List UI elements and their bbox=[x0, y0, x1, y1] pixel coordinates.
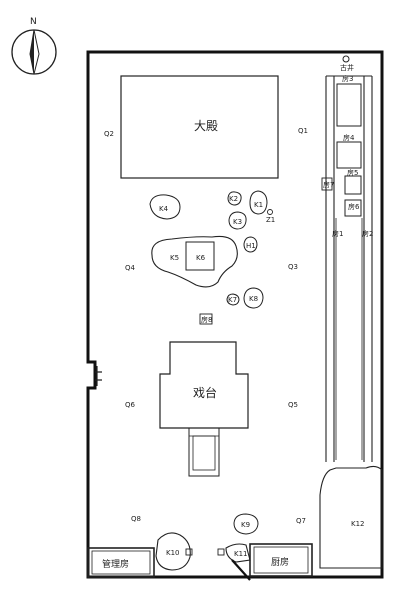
k5-pond bbox=[151, 235, 238, 288]
q4-label: Q4 bbox=[125, 264, 136, 272]
k1-label: K1 bbox=[254, 201, 263, 209]
k7-label: K7 bbox=[228, 296, 237, 304]
left-gate bbox=[95, 366, 102, 386]
h1-label: H1 bbox=[246, 242, 256, 250]
room-5-label: 房5 bbox=[347, 168, 358, 177]
room-6 bbox=[344, 199, 362, 217]
q5-label: Q5 bbox=[288, 401, 298, 409]
q2-label: Q2 bbox=[104, 130, 114, 138]
k4-blob bbox=[149, 194, 181, 220]
k11-diagonal-line bbox=[231, 559, 251, 581]
stage-steps bbox=[188, 427, 220, 477]
stage-label: 戏台 bbox=[193, 385, 217, 400]
kitchen-label: 厨房 bbox=[271, 556, 289, 568]
q1-label: Q1 bbox=[298, 127, 308, 135]
management-room-inner bbox=[91, 550, 151, 575]
k2-blob bbox=[227, 191, 242, 206]
room-7 bbox=[321, 177, 333, 191]
main-hall-label: 大殿 bbox=[194, 119, 218, 133]
main-hall bbox=[120, 75, 279, 179]
q6-label: Q6 bbox=[125, 401, 136, 409]
q7-label: Q7 bbox=[296, 517, 306, 525]
k3-blob bbox=[228, 211, 247, 230]
right-corridor: 房3 房4 房5 房6 房7 房1 房2 bbox=[321, 74, 373, 462]
room-3-label: 房3 bbox=[342, 74, 353, 83]
k9-blob bbox=[233, 513, 259, 535]
k2-label: K2 bbox=[229, 195, 238, 203]
management-room bbox=[87, 547, 155, 578]
k5-label: K5 bbox=[170, 254, 179, 262]
room-2-label: 房2 bbox=[362, 229, 373, 238]
kitchen-inner bbox=[253, 546, 309, 574]
ancient-well-icon bbox=[342, 55, 350, 63]
ancient-well-label: 古井 bbox=[340, 63, 354, 72]
k10-label: K10 bbox=[166, 549, 180, 557]
k10-door bbox=[185, 548, 193, 556]
k12-label: K12 bbox=[351, 520, 365, 528]
k7-blob bbox=[226, 293, 240, 306]
room-8-label: 房8 bbox=[201, 315, 212, 324]
k1-blob bbox=[249, 190, 268, 215]
stage bbox=[159, 341, 249, 429]
k12-area bbox=[319, 465, 383, 569]
north-label: N bbox=[30, 17, 37, 27]
stage-steps-inner bbox=[192, 435, 216, 471]
z1-label: Z1 bbox=[266, 216, 275, 224]
k10-area bbox=[155, 532, 191, 571]
k11-label: K11 bbox=[234, 550, 248, 558]
q8-label: Q8 bbox=[131, 515, 141, 523]
k8-label: K8 bbox=[249, 295, 258, 303]
h1-blob bbox=[243, 236, 258, 253]
room-4-label: 房4 bbox=[343, 133, 355, 142]
room-5 bbox=[344, 175, 362, 195]
k4-label: K4 bbox=[159, 205, 169, 213]
north-arrow-fill bbox=[30, 30, 34, 74]
room-4 bbox=[336, 141, 362, 169]
k6-label: K6 bbox=[196, 254, 206, 262]
q3-label: Q3 bbox=[288, 263, 298, 271]
z1-marker-icon bbox=[267, 209, 273, 215]
site-boundary bbox=[86, 50, 384, 579]
room-1-label: 房1 bbox=[332, 229, 343, 238]
room-3 bbox=[336, 83, 362, 127]
k6-square bbox=[185, 241, 215, 271]
k11-door bbox=[217, 548, 225, 556]
compass: N bbox=[11, 17, 57, 75]
k3-label: K3 bbox=[233, 218, 242, 226]
room-7-label: 房7 bbox=[323, 180, 334, 189]
kitchen bbox=[249, 543, 313, 577]
k8-blob bbox=[243, 287, 264, 309]
room-6-label: 房6 bbox=[348, 202, 360, 211]
k9-label: K9 bbox=[241, 521, 250, 529]
management-room-label: 管理房 bbox=[102, 558, 129, 570]
room-8 bbox=[199, 313, 213, 325]
